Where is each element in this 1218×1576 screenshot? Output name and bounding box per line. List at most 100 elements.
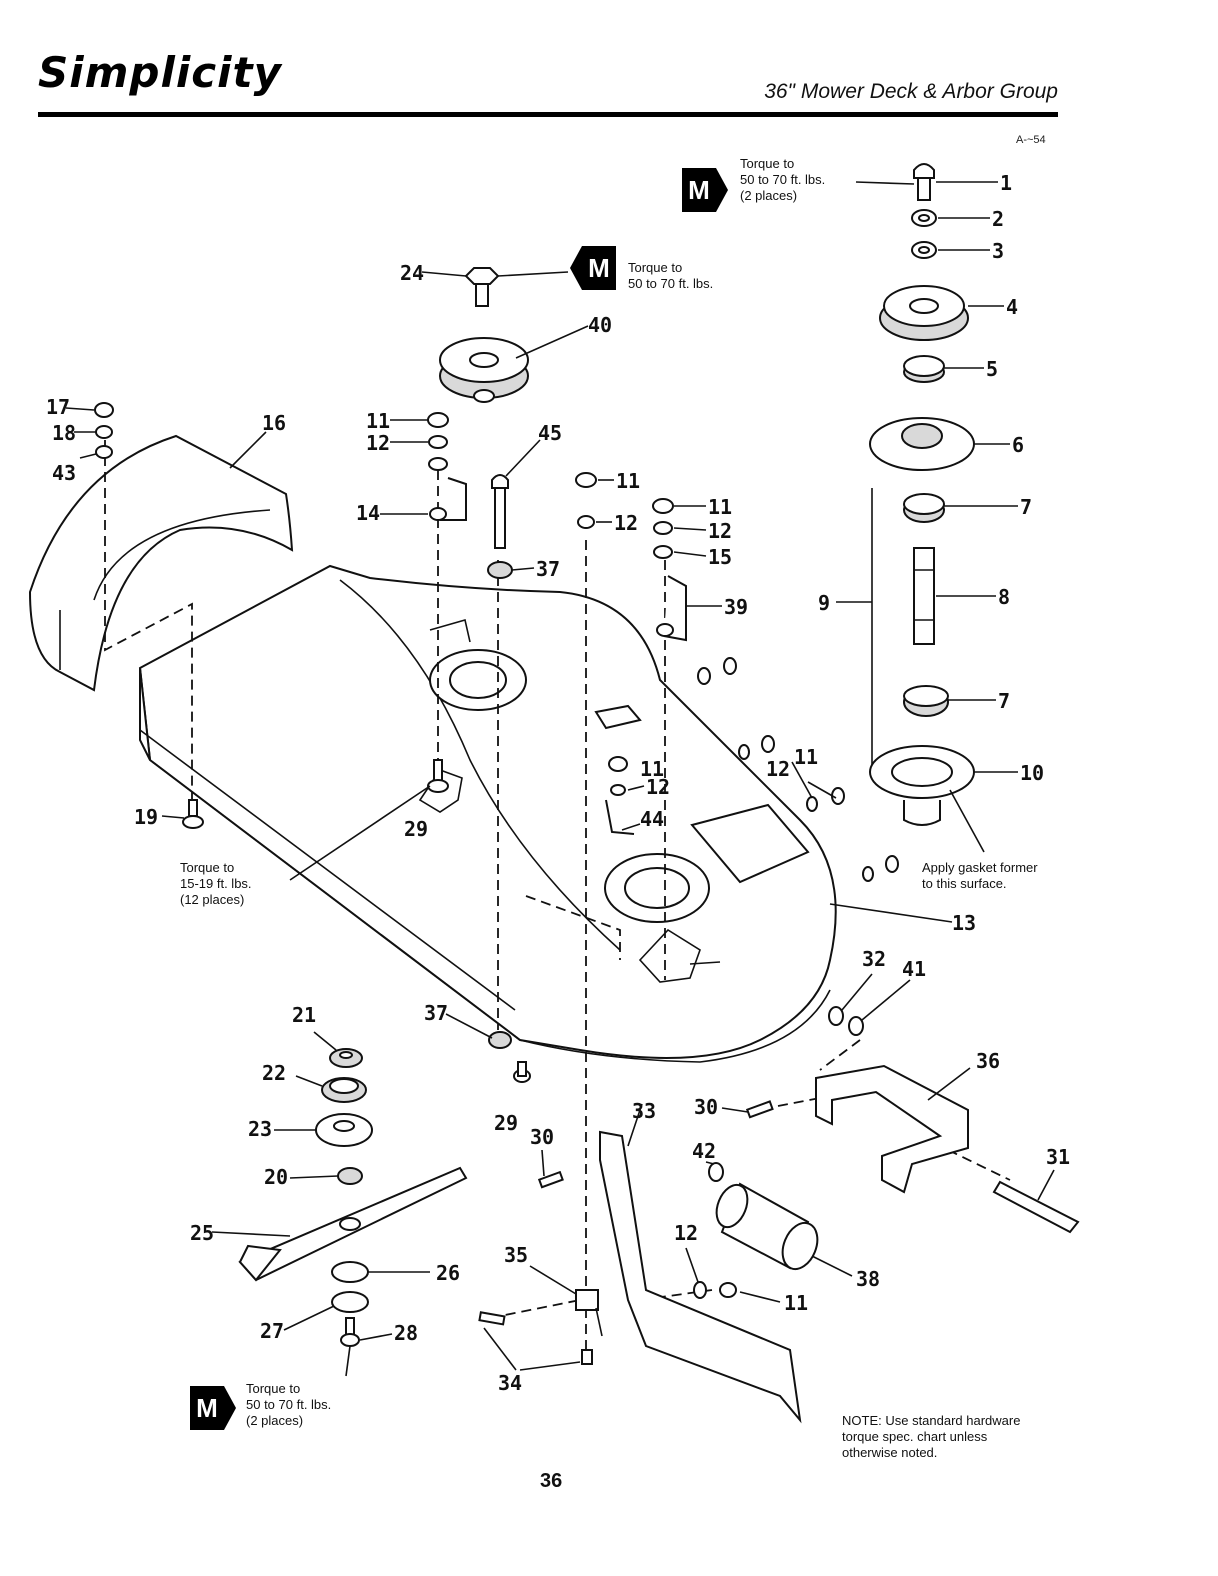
washer-32 — [828, 1006, 844, 1026]
washer-41 — [848, 1016, 864, 1036]
torque-note-top-right: Torque to 50 to 70 ft. lbs. (2 places) — [740, 156, 826, 203]
bracket-9 — [871, 488, 950, 779]
washer-a — [428, 457, 448, 471]
bolt-30-a — [537, 1170, 564, 1189]
nut-37-a — [487, 561, 513, 579]
nut-11-b — [575, 472, 597, 488]
callout-24: 24 — [400, 261, 424, 285]
callout-16: 16 — [262, 411, 286, 435]
callout-11-a: 11 — [366, 409, 390, 433]
callout-7-lower: 7 — [998, 689, 1010, 713]
standard-hardware-note: NOTE: Use standard hardware torque spec.… — [842, 1413, 1021, 1460]
torque-note-bottom-left: Torque to 50 to 70 ft. lbs. (2 places) — [246, 1381, 332, 1428]
bearing-housing-6 — [869, 417, 975, 471]
callout-22: 22 — [262, 1061, 286, 1085]
callout-43: 43 — [52, 461, 76, 485]
bracket-36 — [815, 1064, 969, 1194]
callout-12-b: 12 — [614, 511, 638, 535]
callout-30-b: 30 — [694, 1095, 718, 1119]
callout-33: 33 — [632, 1099, 656, 1123]
torque-badge-top-right: M — [682, 168, 728, 212]
callout-37-b: 37 — [424, 1001, 448, 1025]
washer-12-a — [428, 435, 448, 449]
callout-12-f: 12 — [674, 1221, 698, 1245]
callout-12-d: 12 — [646, 775, 670, 799]
callout-29-b: 29 — [494, 1111, 518, 1135]
washer-18 — [95, 425, 113, 439]
callout-26: 26 — [436, 1261, 460, 1285]
bolt-24 — [464, 267, 500, 307]
callout-23: 23 — [248, 1117, 272, 1141]
callout-12-e: 12 — [766, 757, 790, 781]
nut-17 — [94, 402, 114, 418]
mower-deck-housing — [138, 564, 837, 1063]
callout-8: 8 — [998, 585, 1010, 609]
section-title: 36" Mower Deck & Arbor Group — [764, 80, 1058, 103]
callout-4: 4 — [1006, 295, 1018, 319]
callout-11-f: 11 — [784, 1291, 808, 1315]
washer-21 — [329, 1048, 363, 1068]
callout-37-a: 37 — [536, 557, 560, 581]
callout-11-d: 11 — [640, 757, 664, 781]
bracket-14 — [440, 477, 467, 521]
callout-44: 44 — [640, 807, 664, 831]
callout-20: 20 — [264, 1165, 288, 1189]
bolt-29-a — [427, 759, 449, 793]
torque-badge-top-center: M — [570, 246, 616, 290]
washer-42 — [708, 1162, 724, 1182]
spindle-housing-10 — [869, 745, 975, 826]
callout-1: 1 — [1000, 171, 1012, 195]
bolt-30-b — [745, 1100, 774, 1119]
callout-19: 19 — [134, 805, 158, 829]
bolt-28 — [340, 1317, 360, 1377]
callout-25: 25 — [190, 1221, 214, 1245]
blade-adapter-23 — [315, 1113, 373, 1147]
callout-2: 2 — [992, 207, 1004, 231]
callout-9: 9 — [818, 591, 830, 615]
callout-36: 36 — [976, 1049, 1000, 1073]
callout-32: 32 — [862, 947, 886, 971]
callout-10: 10 — [1020, 761, 1044, 785]
bearing-7-upper — [903, 493, 945, 523]
bracket-39-eye — [656, 623, 674, 637]
callout-45: 45 — [538, 421, 562, 445]
washer-12-d — [610, 784, 626, 796]
callout-30-a: 30 — [530, 1125, 554, 1149]
callout-6: 6 — [1012, 433, 1024, 457]
washer-43 — [95, 445, 113, 459]
bearing-22 — [321, 1077, 367, 1103]
callout-39: 39 — [724, 595, 748, 619]
roller-38 — [715, 1182, 819, 1271]
callout-27: 27 — [260, 1319, 284, 1343]
loose-nuts — [697, 657, 899, 882]
washer-26 — [331, 1261, 369, 1283]
callout-17: 17 — [46, 395, 70, 419]
torque-note-top-center: Torque to 50 to 70 ft. lbs. — [628, 260, 714, 291]
spindle-pulley-4 — [879, 285, 969, 341]
callout-12-c: 12 — [708, 519, 732, 543]
page-number: 36 — [540, 1470, 563, 1492]
bracket-35 — [575, 1289, 603, 1337]
callout-3: 3 — [992, 239, 1004, 263]
callout-21: 21 — [292, 1003, 316, 1027]
callout-11-b: 11 — [616, 469, 640, 493]
callout-11-c: 11 — [708, 495, 732, 519]
spindle-bolt — [913, 163, 935, 201]
callout-13: 13 — [952, 911, 976, 935]
callout-38: 38 — [856, 1267, 880, 1291]
washer-2 — [911, 209, 937, 227]
idler-pulley-40 — [439, 337, 529, 403]
gasket-note: Apply gasket former to this surface. — [922, 860, 1038, 891]
spindle-shaft-8 — [913, 547, 935, 645]
bracket-33 — [599, 1130, 802, 1424]
washer-27 — [331, 1291, 369, 1313]
pin-31 — [992, 1180, 1080, 1234]
callout-15: 15 — [708, 545, 732, 569]
bearing-7-lower — [903, 685, 949, 717]
callout-31: 31 — [1046, 1145, 1070, 1169]
callout-18: 18 — [52, 421, 76, 445]
callout-11-e: 11 — [794, 745, 818, 769]
belt-shield — [28, 434, 294, 692]
bolt-45 — [491, 474, 509, 549]
callout-41: 41 — [902, 957, 926, 981]
